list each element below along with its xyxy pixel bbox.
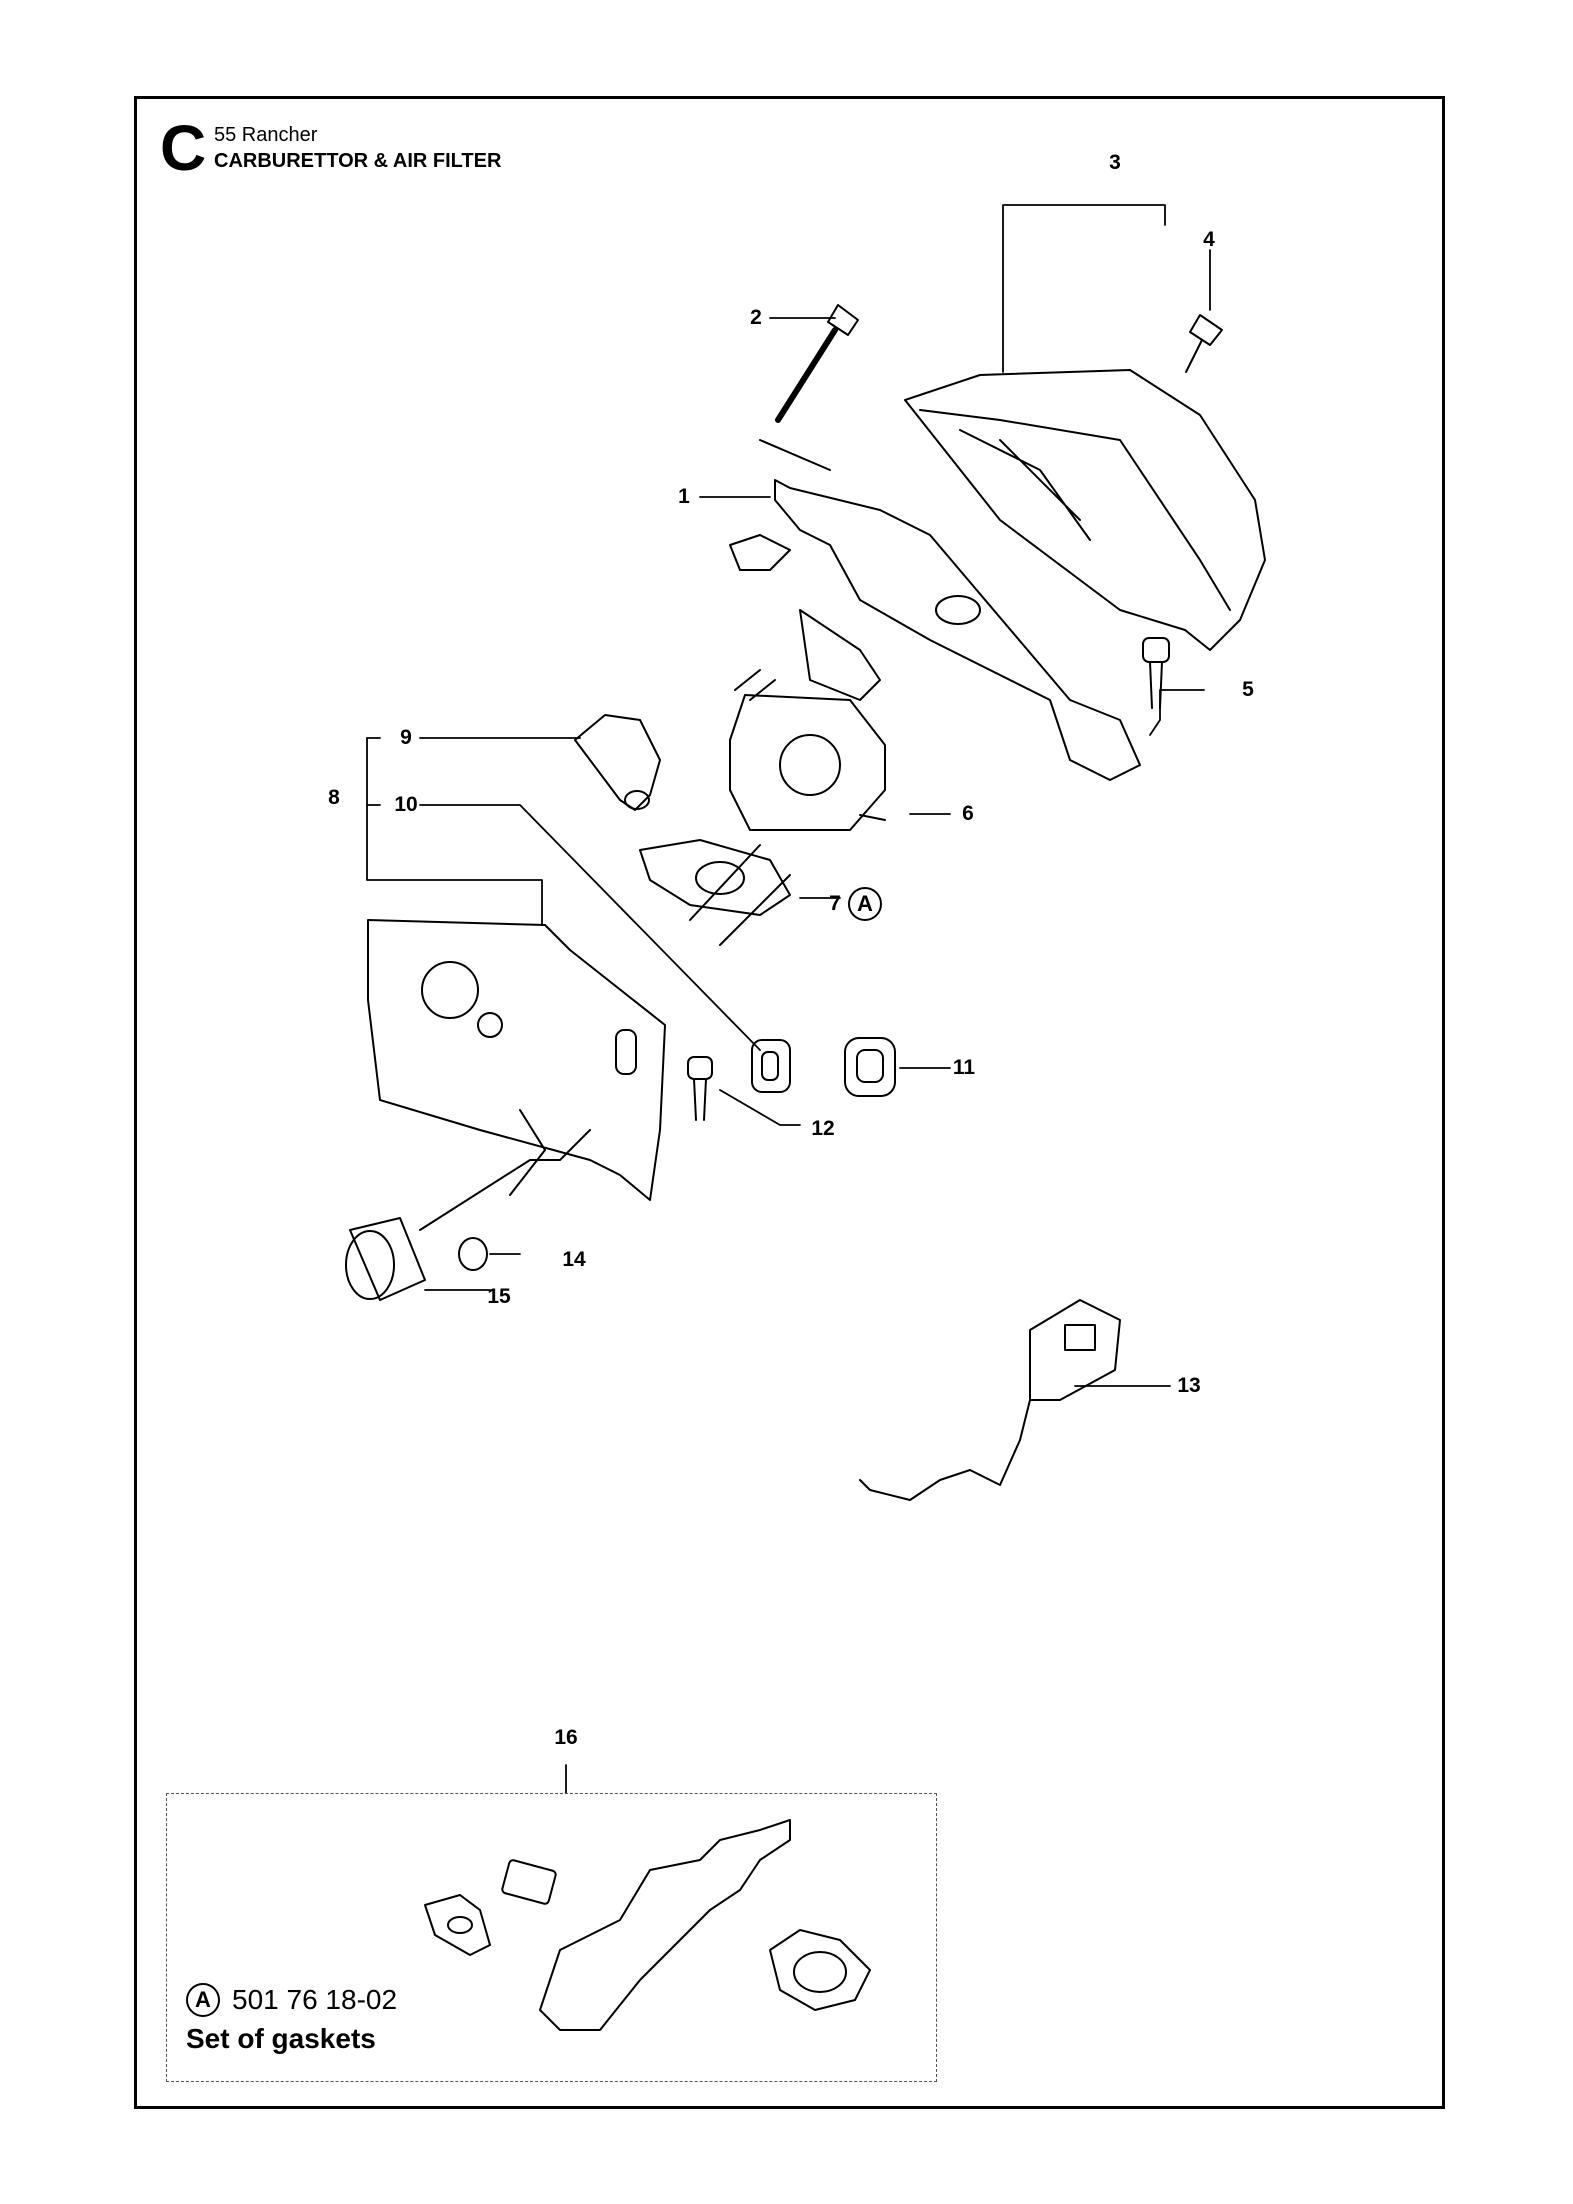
label-part-2: 2 xyxy=(750,306,762,329)
label-part-8: 8 xyxy=(328,786,340,809)
knob-part xyxy=(574,714,661,811)
label-part-16: 16 xyxy=(554,1726,578,1749)
filter-sleeve-part xyxy=(345,1109,591,1301)
label-part-1: 1 xyxy=(678,485,690,508)
label-part-11: 11 xyxy=(952,1056,976,1079)
label-part-9: 9 xyxy=(400,726,412,749)
long-screw-part xyxy=(759,304,859,471)
socket-screw-part xyxy=(1142,637,1170,709)
label-part-7: 7 xyxy=(829,892,841,915)
carburettor-part xyxy=(729,669,886,831)
label-part-13: 13 xyxy=(1177,1374,1201,1397)
rubber-seal-part xyxy=(844,1037,896,1097)
air-filter-cover-part xyxy=(904,369,1266,651)
cylinder-cover-assembly xyxy=(367,919,666,1201)
kit-name: Set of gaskets xyxy=(186,2023,376,2054)
cover-screw-part xyxy=(1185,314,1223,373)
bolt-part xyxy=(687,1056,713,1121)
page-title: CARBURETTOR & AIR FILTER xyxy=(214,150,502,172)
intake-manifold-part xyxy=(729,479,1141,781)
carburettor-gasket-part xyxy=(639,839,791,946)
kit-letter-badge: A xyxy=(186,1983,220,2017)
label-part-10: 10 xyxy=(394,793,418,816)
gasket-kit-box xyxy=(166,1793,937,2082)
label-part-6: 6 xyxy=(962,802,974,825)
label-part-4: 4 xyxy=(1203,228,1215,251)
label-part-14: 14 xyxy=(562,1248,586,1271)
kit-part-number: 501 76 18-02 xyxy=(232,1984,398,2015)
reference-a-callout: A xyxy=(848,887,882,921)
diagram-frame xyxy=(134,96,1445,2109)
section-letter: C xyxy=(160,112,207,184)
label-part-5: 5 xyxy=(1242,678,1254,701)
label-part-12: 12 xyxy=(811,1117,835,1140)
bushing-part xyxy=(458,1237,488,1271)
label-part-3: 3 xyxy=(1109,151,1121,174)
model-name: 55 Rancher xyxy=(214,124,318,146)
leader-lines xyxy=(366,204,1211,1794)
throttle-link-part xyxy=(859,1299,1121,1501)
label-part-15: 15 xyxy=(487,1285,511,1308)
grommet-part xyxy=(751,1039,791,1093)
gasket-set-part xyxy=(424,1819,871,2031)
